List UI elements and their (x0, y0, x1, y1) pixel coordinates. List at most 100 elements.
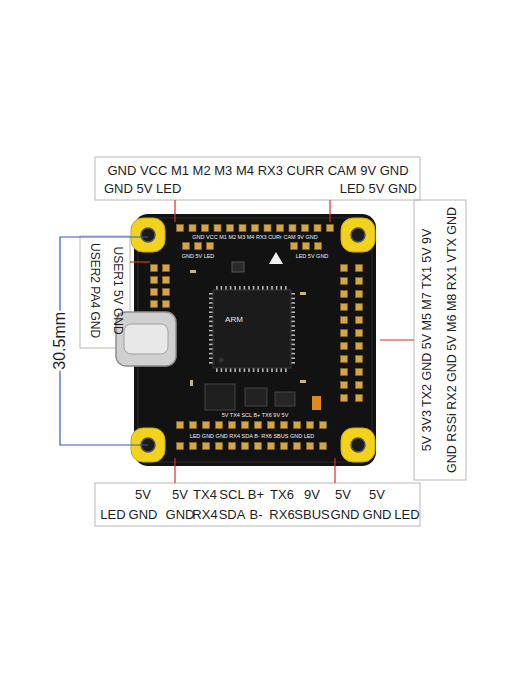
chip-pin (234, 286, 236, 290)
solder-pad (202, 225, 209, 232)
chip-pin (248, 368, 250, 372)
chip-pin (291, 348, 295, 350)
chip-pin (209, 316, 213, 318)
chip-pins (209, 286, 295, 372)
solder-pad (291, 243, 298, 250)
chip-pin (285, 286, 287, 290)
pin-label: SBUS (294, 508, 329, 522)
solder-pad (315, 243, 322, 250)
chip-pin (234, 368, 236, 372)
chip-pin (248, 286, 250, 290)
chip-pin (225, 368, 227, 372)
chip-pin (239, 286, 241, 290)
chip-pin (209, 362, 213, 364)
ic-chip (245, 388, 267, 406)
solder-pad (320, 422, 327, 429)
chip-pin (209, 298, 213, 300)
solder-pad (356, 356, 363, 363)
pin-label: GND (129, 508, 158, 522)
solder-pad (294, 443, 301, 450)
mount-hole (141, 228, 155, 242)
solder-pad (341, 395, 348, 402)
solder-pad (356, 369, 363, 376)
solder-pad (320, 443, 327, 450)
solder-pad (356, 395, 363, 402)
solder-pad (341, 369, 348, 376)
ic-chip (232, 262, 244, 272)
solder-pad (356, 343, 363, 350)
dimension-label: 30.5mm (51, 311, 69, 371)
pin-label: 5V (369, 488, 385, 502)
leader-line (130, 261, 150, 262)
solder-pad (341, 356, 348, 363)
solder-pad (151, 265, 158, 272)
solder-pad (341, 304, 348, 311)
silkscreen-text: 5V TX4 SCL B+ TX6 9V 5V (221, 412, 290, 418)
solder-pad (177, 422, 184, 429)
chip-pin (253, 286, 255, 290)
solder-pad (341, 382, 348, 389)
solder-pad (151, 277, 158, 284)
callout-frame (95, 157, 420, 200)
solder-pad (151, 301, 158, 308)
solder-pad (255, 443, 262, 450)
pin-label: 5V 3V3 TX2 GND 5V M5 M7 TX1 5V 9V (421, 229, 435, 452)
solder-pad (190, 422, 197, 429)
mount-hole (351, 438, 365, 452)
chip-pin (291, 321, 295, 323)
pin-label: LED (394, 508, 419, 522)
dimension-line (60, 237, 148, 445)
solder-pad (203, 422, 210, 429)
chip-pin (244, 286, 246, 290)
pin-label: RX4 (192, 508, 217, 522)
solder-pad (307, 443, 314, 450)
leader-line (329, 200, 330, 222)
chip-pin (239, 368, 241, 372)
leader-line (174, 458, 175, 483)
chip-pin (276, 368, 278, 372)
grommet-body (131, 218, 165, 252)
pin-label: LED 5V GND (340, 182, 417, 196)
callout-frame (80, 236, 130, 348)
solder-pad (242, 443, 249, 450)
chip-pin (209, 311, 213, 313)
solder-pad (268, 443, 275, 450)
solder-pad (207, 243, 214, 250)
solder-pad (341, 291, 348, 298)
solder-pad (163, 289, 170, 296)
grommet-body (341, 218, 375, 252)
usb-c-connector (116, 312, 176, 366)
solder-pad (229, 422, 236, 429)
resistor (300, 292, 306, 295)
chip-pin (253, 368, 255, 372)
pin-label: USER1 5V GND (110, 247, 123, 335)
leader-line (334, 458, 335, 483)
chip-pin (209, 302, 213, 304)
chip-pin (285, 368, 287, 372)
callout-frame (95, 483, 420, 526)
pin-label: B- (250, 508, 263, 522)
solder-pad (356, 278, 363, 285)
solder-pad (356, 382, 363, 389)
silkscreen-text: LED 5V GND (295, 253, 330, 259)
chip-pin (291, 293, 295, 295)
chip-pin (209, 344, 213, 346)
chip-pin (291, 334, 295, 336)
chip-pin (209, 339, 213, 341)
chip-pin (271, 286, 273, 290)
pin-label: 5V (335, 488, 351, 502)
chip-pin (209, 357, 213, 359)
chip-pin (221, 368, 223, 372)
solder-pad (195, 243, 202, 250)
solder-pad (294, 422, 301, 429)
pin-label: 5V (135, 488, 151, 502)
chip-pin (280, 286, 282, 290)
pin-label: GND 5V LED (104, 182, 181, 196)
mount-hole (351, 228, 365, 242)
solder-pad (216, 422, 223, 429)
chip-pin (267, 286, 269, 290)
chip-pin (221, 286, 223, 290)
solder-pad (227, 225, 234, 232)
grommet-body (341, 428, 375, 462)
